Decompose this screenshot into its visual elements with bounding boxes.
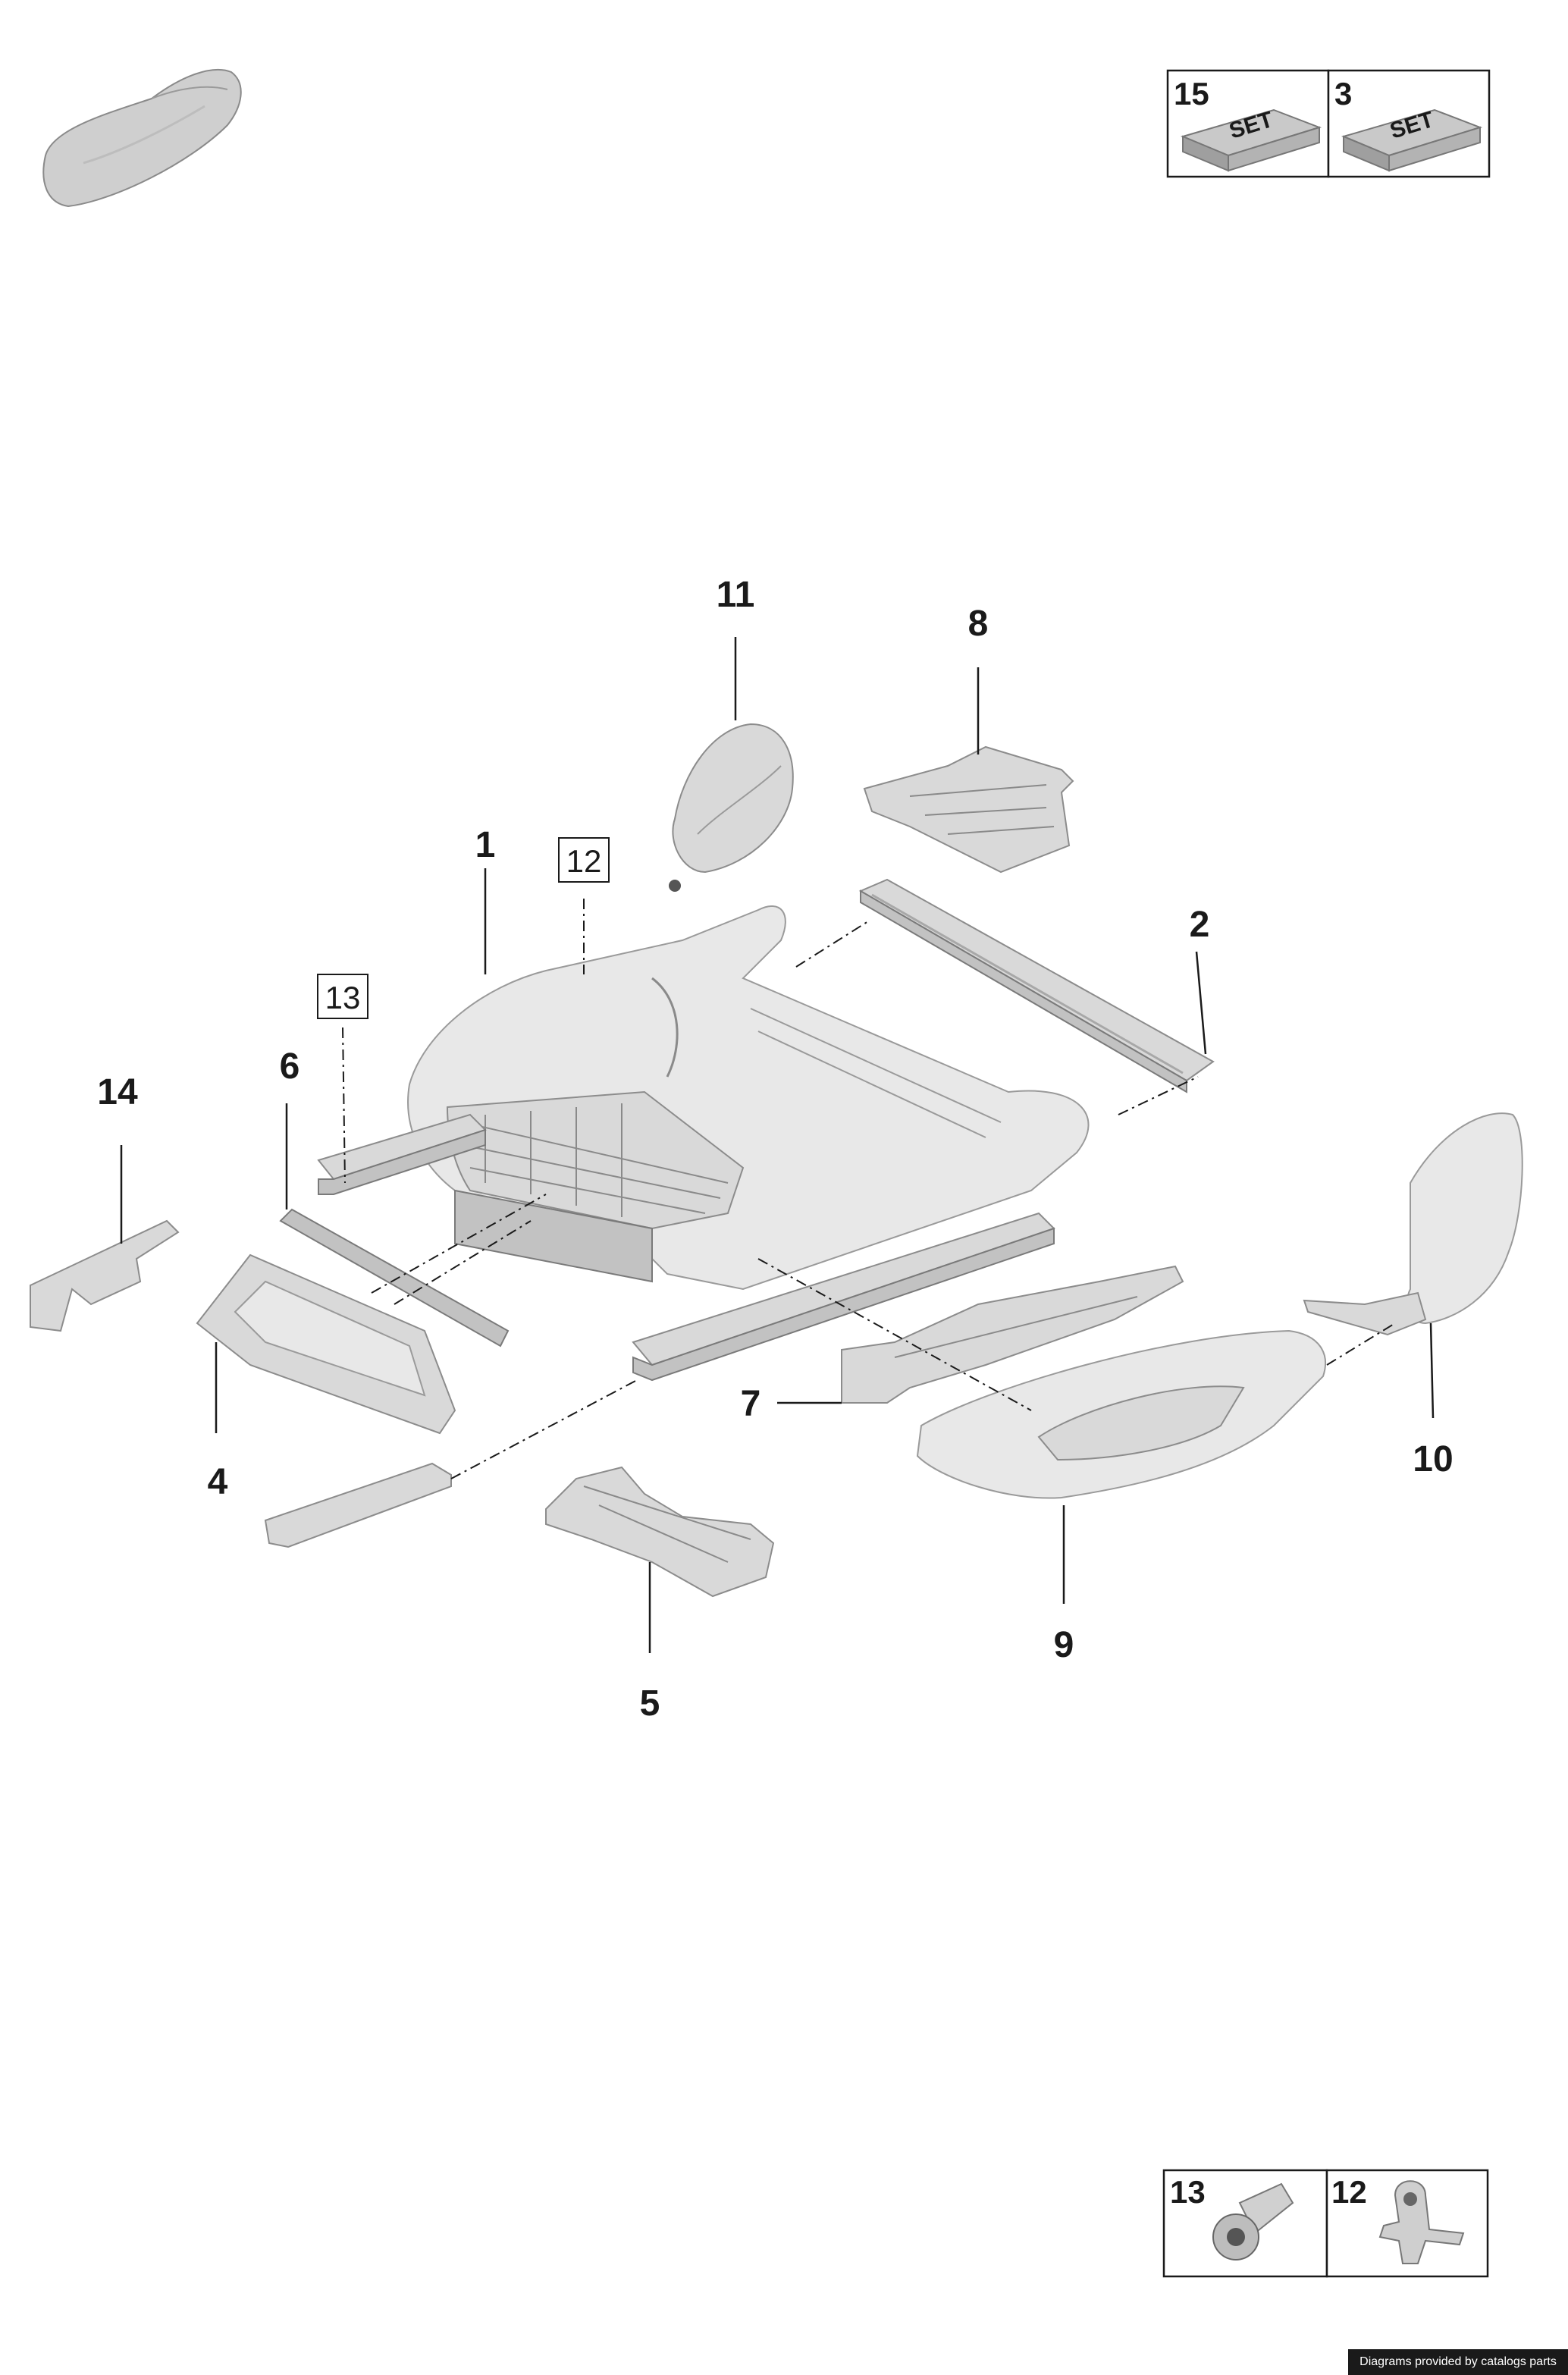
clip-icon	[1378, 2180, 1465, 2264]
callout-10: 10	[1413, 1439, 1453, 1479]
vehicle-thumbnail-icon	[42, 68, 242, 208]
callout-5: 5	[640, 1683, 660, 1724]
part-11-cover	[669, 723, 794, 892]
part-9-side-panel	[916, 1329, 1326, 1499]
part-4-side-trim	[196, 1253, 456, 1435]
callout-13: 13	[325, 980, 361, 1015]
legend-item-12: 12	[1325, 2169, 1489, 2278]
callout-8: 8	[968, 604, 989, 644]
part-10-side-shield	[1303, 1112, 1523, 1336]
leader-lines	[120, 637, 1435, 1653]
part-6-trim-strip	[279, 1208, 510, 1348]
part-8-bracket	[863, 745, 1074, 874]
callout-11: 11	[717, 575, 755, 615]
callout-7: 7	[741, 1384, 761, 1424]
part-5-bracket	[545, 1466, 775, 1598]
part-14-cover	[30, 1219, 180, 1332]
callout-9: 9	[1054, 1625, 1074, 1665]
part-2-rail	[858, 878, 1215, 1093]
legend-number: 3	[1334, 76, 1352, 111]
legend-number: 15	[1174, 76, 1209, 111]
legend-set-15: 15 SET	[1166, 69, 1330, 178]
assembly-lines	[342, 899, 1396, 1479]
part-end-cap	[264, 1462, 452, 1548]
seat-rails	[317, 1113, 1055, 1382]
legend-number: 13	[1170, 2174, 1206, 2210]
callout-4: 4	[208, 1462, 228, 1502]
legend-set-3: 3 SET	[1327, 69, 1491, 178]
callout-14: 14	[97, 1072, 138, 1112]
set-block-icon: SET	[1181, 107, 1322, 172]
callout-1: 1	[475, 825, 496, 865]
screw-icon	[1212, 2182, 1294, 2260]
set-block-icon: SET	[1341, 107, 1483, 172]
callout-12-box	[558, 837, 610, 883]
callout-6: 6	[280, 1046, 300, 1087]
callout-13-box	[317, 974, 368, 1019]
footer-credit: Diagrams provided by catalogs parts	[1348, 2349, 1568, 2375]
part-1-seat-frame	[407, 905, 1090, 1291]
legend-number: 12	[1331, 2174, 1367, 2210]
legend-item-13: 13	[1162, 2169, 1328, 2278]
callout-2: 2	[1190, 905, 1210, 945]
part-7-bracket	[841, 1265, 1184, 1404]
callout-12: 12	[566, 843, 602, 879]
callouts: 11 8 1 12 2 13 6 14 7 4 10 9 5	[97, 575, 1453, 1724]
